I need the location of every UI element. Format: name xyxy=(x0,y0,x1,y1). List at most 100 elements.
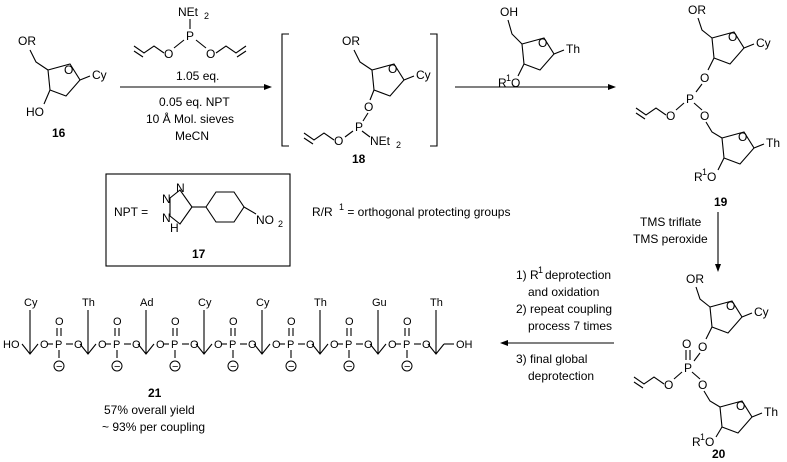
step3-line-4: process 7 times xyxy=(528,319,612,333)
npt-box: NPT = N N N H NO 2 17 xyxy=(105,173,291,267)
c16-bond xyxy=(79,75,91,81)
c19-o-allyl: O xyxy=(666,109,675,123)
reagent-p: P xyxy=(186,29,194,43)
c18-bond xyxy=(361,130,371,138)
partner-oh: OH xyxy=(500,5,518,19)
c16-ho: HO xyxy=(26,105,44,119)
npt-n2: N xyxy=(162,192,171,206)
reagent-o-left: O xyxy=(164,47,173,61)
oligo-o: O xyxy=(40,339,49,351)
reagent-allyl-left xyxy=(133,45,165,54)
arrow-step3-head xyxy=(500,340,508,346)
oligo-base-4: Cy xyxy=(198,297,212,309)
c20-bond xyxy=(751,412,763,418)
c19-th: Th xyxy=(766,136,780,150)
reagent-dbl xyxy=(236,50,247,58)
oligo-minus: − xyxy=(114,361,120,373)
oligo-minus: − xyxy=(404,361,410,373)
c18-bond xyxy=(344,130,354,138)
bracket-right xyxy=(430,33,438,147)
c19-bond xyxy=(717,157,725,171)
c18-ring xyxy=(371,63,405,97)
c19-bond xyxy=(695,83,703,93)
partner-r1o: O xyxy=(511,76,520,90)
oligo-po-o: O xyxy=(113,316,122,328)
oligo-base-3: Ad xyxy=(140,297,153,309)
partner-o: O xyxy=(538,36,547,50)
c21-label: 21 xyxy=(148,386,162,400)
step3-line-2: and oxidation xyxy=(528,285,599,299)
oligo-o: O xyxy=(214,339,223,351)
step3-line-1a: 1) R xyxy=(516,268,539,282)
c18-net-sub: 2 xyxy=(396,140,401,150)
oligo-minus: − xyxy=(288,361,294,373)
compound-20: OR O Cy O P O O O O Th R 1 O 20 xyxy=(633,272,778,461)
oligo-minus: − xyxy=(346,361,352,373)
arrow-step-down-head xyxy=(715,264,721,272)
compound-19: OR O Cy O P O O O Th R 1 O 19 xyxy=(635,3,780,209)
c19-r1: R xyxy=(694,170,703,184)
npt-eq: NPT = xyxy=(114,205,148,219)
reagent-allyl-right xyxy=(215,45,247,54)
c19-label: 19 xyxy=(714,195,728,209)
c18-net: NEt xyxy=(370,134,391,148)
c18-dbl xyxy=(303,137,314,145)
npt-h: H xyxy=(170,221,179,235)
oligo-base-8: Th xyxy=(430,297,443,309)
c19-bond xyxy=(693,102,703,111)
oligo-o: O xyxy=(190,339,199,351)
reagent-net-sub: 2 xyxy=(204,11,209,21)
bracket-left xyxy=(281,33,289,147)
oligo-minus: − xyxy=(56,361,62,373)
oligo-ho: HO xyxy=(3,339,20,351)
npt-no2: NO xyxy=(256,213,274,227)
c19-ring-top xyxy=(711,31,745,65)
c19-r1-sup: 1 xyxy=(702,167,707,177)
c18-allyl xyxy=(303,132,335,141)
c20-allyl xyxy=(633,376,665,385)
c18-bond xyxy=(403,75,415,81)
step3-line-6: deprotection xyxy=(528,369,594,383)
c16-cy: Cy xyxy=(92,68,107,82)
coupling-partner: OH O Th R 1 O xyxy=(498,5,580,90)
oligo-po-o: O xyxy=(345,316,354,328)
c19-dbl xyxy=(635,112,646,120)
c19-bond xyxy=(753,143,765,149)
c19-o3: O xyxy=(700,71,709,85)
step3-line-1b: deprotection xyxy=(545,268,611,282)
c20-cy: Cy xyxy=(754,305,769,319)
oligo-o: O xyxy=(272,339,281,351)
c18-o3: O xyxy=(364,100,373,114)
c17-label: 17 xyxy=(192,247,206,261)
oligo-minus: − xyxy=(230,361,236,373)
partner-bond xyxy=(553,49,565,55)
c20-o5: O xyxy=(698,378,707,392)
c18-or: OR xyxy=(342,34,360,48)
c20-bond xyxy=(741,312,753,318)
step3-line-3: 2) repeat coupling xyxy=(516,302,612,316)
npt-n3: N xyxy=(162,211,171,225)
c20-dbl xyxy=(633,381,644,389)
c19-allyl xyxy=(635,107,667,116)
step2-cond-1: TMS triflate xyxy=(640,215,702,229)
oligo-charge xyxy=(285,360,297,372)
oligo-base-1: Cy xyxy=(24,297,38,309)
c20-bond xyxy=(693,352,701,362)
c16-ring xyxy=(47,63,81,97)
c18-o: O xyxy=(388,62,397,76)
c18-label: 18 xyxy=(352,152,366,166)
protecting-note-post: = orthogonal protecting groups xyxy=(344,205,510,219)
oligo-base-5: Cy xyxy=(256,297,270,309)
reagent-dbl xyxy=(133,50,144,58)
c18-bond xyxy=(353,49,373,71)
c20-bond xyxy=(705,326,713,340)
reagent-bond xyxy=(173,39,185,49)
oligo-charge xyxy=(227,360,239,372)
oligo-o: O xyxy=(156,339,165,351)
c20-ring-bottom xyxy=(719,400,753,434)
c19-bond xyxy=(675,102,685,111)
c18-o-left: O xyxy=(334,134,343,148)
oligo-o: O xyxy=(388,339,397,351)
reagent-o-right: O xyxy=(206,47,215,61)
